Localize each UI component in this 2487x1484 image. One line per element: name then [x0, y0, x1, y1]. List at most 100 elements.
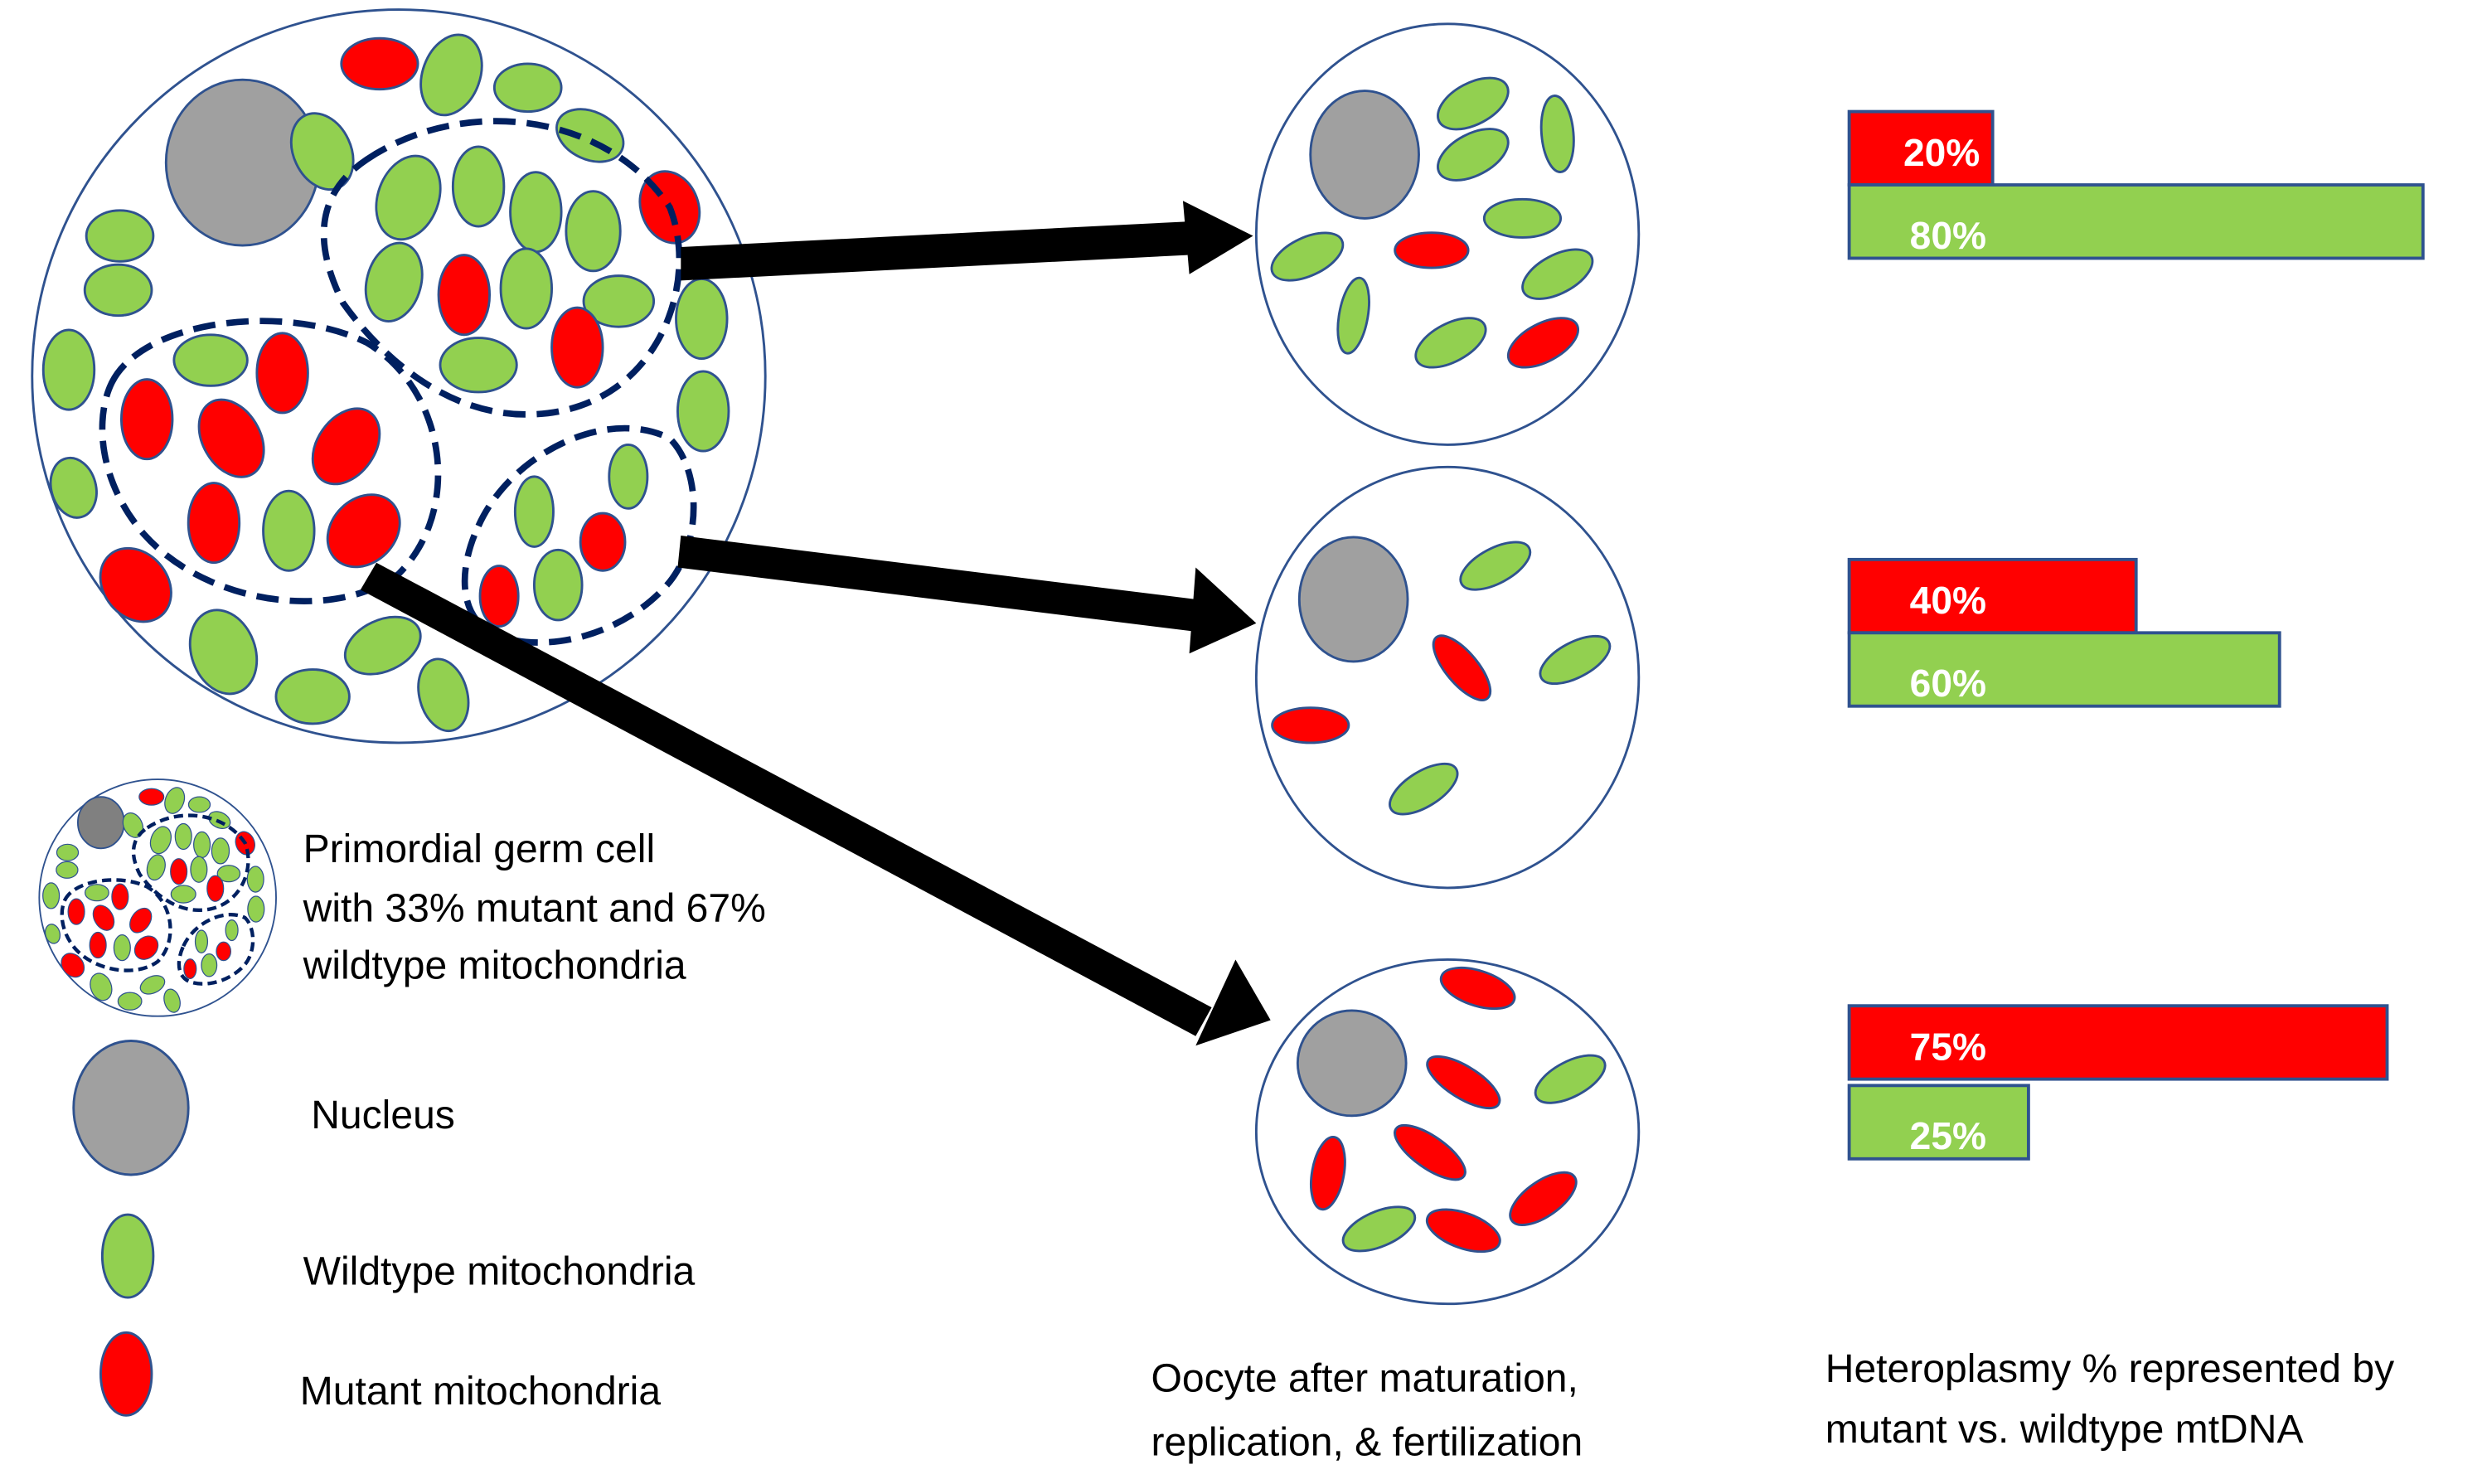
primordial-germ-cell: [31, 8, 767, 744]
wildtype-bar: [1847, 631, 2281, 708]
oocyte-nucleus: [1309, 90, 1420, 220]
mutant-mitochondrion: [478, 565, 520, 628]
wildtype-mitochondrion: [375, 154, 442, 241]
wildtype-mitochondrion: [492, 62, 563, 114]
oocyte-caption-line-1: Oocyte after maturation,: [1151, 1355, 1578, 1400]
wildtype-mitochondrion: [676, 370, 730, 453]
wildtype-mitochondrion: [419, 33, 483, 117]
mutant-bar-label: 75%: [1910, 1026, 1986, 1069]
wildtype-mitochondrion: [1437, 76, 1510, 131]
mutant-mitochondrion: [170, 858, 188, 885]
mutant-mitochondrion: [255, 332, 309, 415]
wildtype-mitochondrion: [1521, 248, 1594, 300]
wildtype-bar-label: 80%: [1910, 214, 1986, 257]
wildtype-mitochondrion: [1459, 541, 1532, 591]
mutant-bar: [1847, 557, 2138, 635]
wildtype-mitochondrion: [56, 843, 80, 861]
wildtype-bar-label: 60%: [1910, 662, 1986, 705]
wildtype-mitochondrion: [1482, 197, 1563, 239]
nucleus-legend-icon: [72, 1040, 190, 1176]
wildtype-mitochondrion: [113, 934, 131, 962]
wildtype-mitochondrion: [187, 796, 211, 813]
wildtype-mitochondrion: [247, 895, 265, 923]
mutant-bar-label: 20%: [1903, 131, 1980, 174]
mutant-mitochondrion: [1439, 966, 1516, 1011]
wildtype-mitochondrion: [85, 209, 155, 263]
bar-group-2: 40% 60%: [1847, 557, 2281, 708]
wildtype-mitochondrion: [246, 866, 264, 893]
wildtype-mitochondrion: [1270, 231, 1345, 282]
mutant-mitochondrion: [216, 941, 231, 962]
legend-germ-cell-line-2: with 33% mutant and 67%: [303, 885, 766, 930]
wildtype-mitochondrion: [163, 988, 181, 1013]
wildtype-mitochondrion: [1437, 128, 1510, 182]
wildtype-mitochondrion: [499, 247, 554, 330]
wildtype-mitochondrion: [201, 953, 218, 977]
wildtype-mitochondrion: [117, 992, 143, 1011]
mutant-mitochondrion: [206, 875, 225, 902]
wildtype-mitochondrion: [1414, 317, 1487, 369]
legend-germ-cell-thumbnail: [38, 778, 277, 1017]
wildtype-mitochondrion: [513, 475, 555, 548]
wildtype-mitochondrion: [509, 171, 563, 254]
wildtype-bar: [1847, 1084, 2030, 1161]
wildtype-mitochondrion: [216, 865, 241, 883]
legend-nucleus-label: Nucleus: [311, 1093, 455, 1137]
mutant-mitochondrion: [129, 907, 153, 934]
wildtype-mitochondrion: [42, 882, 61, 909]
wildtype-mitochondria-legend-icon: [100, 1213, 155, 1299]
mutant-mitochondrion: [111, 883, 129, 910]
mutant-mitochondrion: [187, 482, 241, 565]
mutant-mitochondrion: [61, 953, 85, 978]
wildtype-mitochondrion: [170, 885, 196, 904]
wildtype-mitochondrion: [582, 274, 656, 328]
mutant-mitochondria-legend-icon: [99, 1331, 153, 1417]
cluster-outline-top: [320, 118, 683, 418]
wildtype-mitochondrion: [139, 975, 166, 995]
arrows: [360, 201, 1271, 1046]
wildtype-mitochondrion: [1539, 95, 1575, 173]
mutant-mitochondrion: [67, 898, 85, 925]
wildtype-mitochondrion: [1539, 634, 1612, 686]
mutant-bar: [1847, 109, 1995, 187]
wildtype-mitochondrion: [451, 145, 506, 228]
heteroplasmy-caption-line-2: mutant vs. wildtype mtDNA: [1825, 1407, 2304, 1452]
mutant-mitochondrion: [340, 36, 419, 91]
wildtype-mitochondrion: [364, 241, 424, 323]
arrow-to-oocyte-1: [681, 201, 1253, 281]
wildtype-mitochondrion: [188, 609, 259, 696]
wildtype-mitochondrion: [1341, 1205, 1417, 1253]
heteroplasmy-caption-line-1: Heteroplasmy % represented by: [1825, 1346, 2394, 1391]
oocyte-membrane: [1254, 958, 1641, 1306]
oocyte-nucleus: [1297, 536, 1409, 663]
mutant-mitochondrion: [183, 958, 197, 980]
wildtype-mitochondrion: [532, 548, 584, 622]
mutant-mitochondrion: [437, 254, 492, 337]
oocyte-nucleus: [1296, 1009, 1408, 1118]
oocyte-1: [1254, 22, 1641, 446]
wildtype-mitochondrion: [49, 456, 98, 519]
wildtype-mitochondrion: [675, 278, 729, 361]
mutant-mitochondrion: [1432, 634, 1492, 701]
wildtype-mitochondrion: [262, 489, 316, 572]
mutant-mitochondrion: [311, 407, 381, 486]
mutant-mitochondrion: [326, 493, 401, 569]
wildtype-mitochondrion: [274, 668, 351, 725]
mutant-bar: [1847, 1004, 2389, 1081]
mutant-bar-label: 40%: [1910, 579, 1986, 622]
wildtype-mitochondrion: [83, 263, 153, 318]
wildtype-bar: [1847, 183, 2425, 260]
mutant-mitochondrion: [133, 935, 159, 960]
legend: Primordial germ cell with 33% mutant and…: [38, 778, 766, 1417]
wildtype-mitochondrion: [90, 972, 113, 1001]
mutant-mitochondrion: [550, 306, 604, 389]
wildtype-mitochondrion: [56, 861, 79, 879]
legend-wildtype-label: Wildtype mitochondria: [303, 1249, 696, 1294]
mini-cell-nucleus: [76, 796, 125, 850]
cluster-outline-left: [99, 318, 442, 604]
mutant-mitochondrion: [1394, 231, 1470, 269]
wildtype-mitochondrion: [1389, 762, 1459, 816]
heteroplasmy-bars: 20%80%40%60%75%25%: [1847, 109, 2425, 1161]
